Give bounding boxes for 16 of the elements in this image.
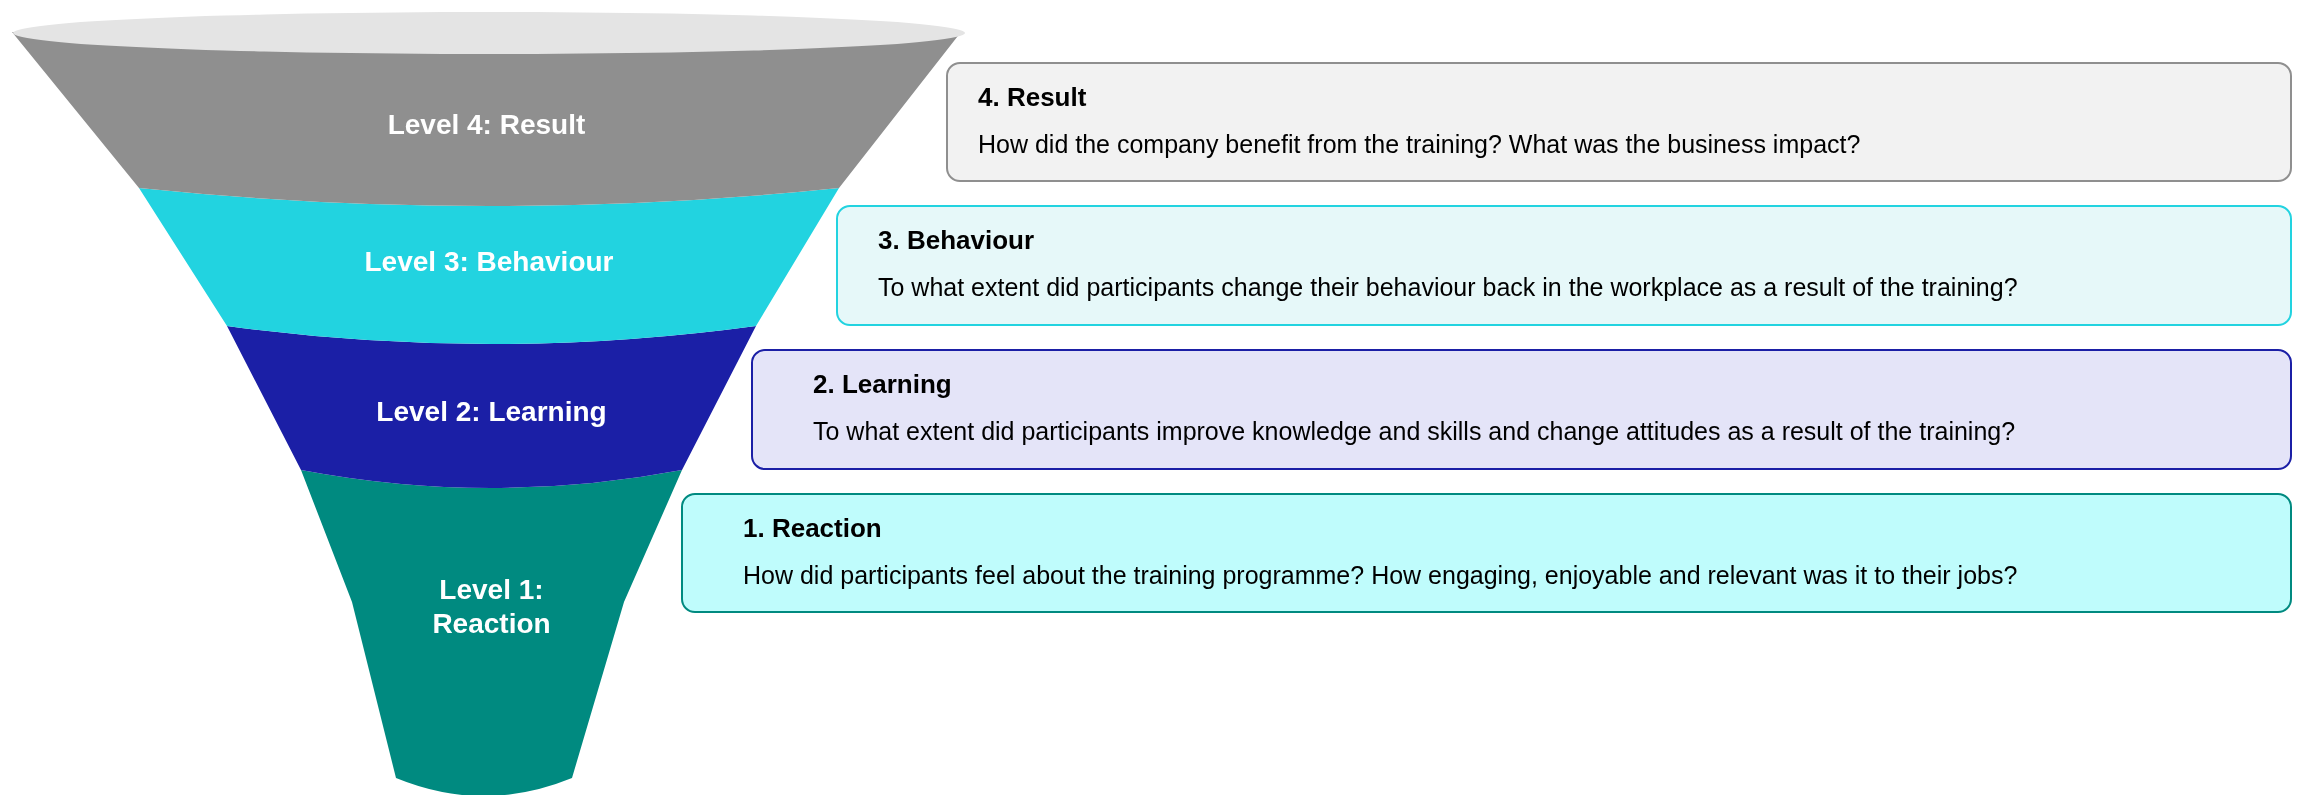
- card-text: To what extent did participants improve knowledge and skills and change attitudes as a result of the training?: [813, 417, 2016, 446]
- card-text: How did the company benefit from the training? What was the business impact?: [978, 130, 1861, 159]
- description-card: [836, 205, 2292, 326]
- card-heading: 1. Reaction: [743, 513, 882, 544]
- card-heading: 2. Learning: [813, 369, 952, 400]
- description-card: [946, 62, 2292, 182]
- level-label: Level 2: Learning: [375, 395, 608, 429]
- level-label: Level 4: Result: [386, 108, 587, 142]
- description-card: [681, 493, 2292, 613]
- card-text: To what extent did participants change their behaviour back in the workplace as a result of the training?: [878, 273, 2018, 302]
- card-heading: 4. Result: [978, 82, 1087, 113]
- card-heading: 3. Behaviour: [878, 225, 1035, 256]
- level-label: Level 1: Reaction: [431, 573, 552, 641]
- level-label: Level 3: Behaviour: [363, 245, 615, 279]
- card-text: How did participants feel about the training programme? How engaging, enjoyable and relevant was it to their jobs?: [743, 561, 2018, 590]
- description-card: [751, 349, 2292, 470]
